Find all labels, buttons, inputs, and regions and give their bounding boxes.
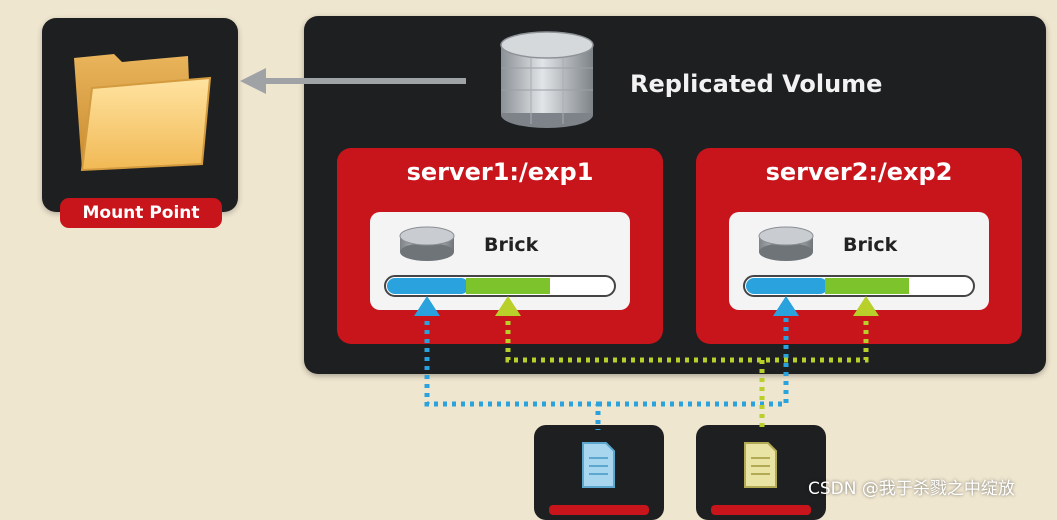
mount-point-box — [42, 18, 238, 212]
watermark: CSDN @我于杀戮之中绽放 — [808, 479, 1015, 499]
server2-title: server2:/exp2 — [765, 158, 953, 186]
yellow-arrow-server2 — [853, 296, 879, 316]
mount-point-label: Mount Point — [60, 198, 222, 228]
yellow-arrow-server1 — [495, 296, 521, 316]
yellow-replication-path — [505, 312, 869, 430]
volume-title: Replicated Volume — [630, 70, 883, 98]
blue-arrow-server1 — [414, 296, 440, 316]
usage-bar-server1 — [384, 275, 616, 297]
diagram-graphics — [240, 31, 975, 488]
document-icon — [582, 442, 615, 488]
disk-icon — [399, 226, 455, 261]
blue-replication-path — [424, 312, 789, 430]
database-icon — [500, 31, 594, 128]
mount-arrow — [240, 68, 466, 94]
disk-icon — [758, 226, 814, 261]
blue-arrow-server2 — [773, 296, 799, 316]
server1-title: server1:/exp1 — [406, 158, 594, 186]
usage-bar-server2 — [743, 275, 975, 297]
document-icon — [744, 442, 777, 488]
brick-label-server1: Brick — [484, 234, 539, 256]
folder-icon — [74, 54, 212, 172]
brick-label-server2: Brick — [843, 234, 898, 256]
